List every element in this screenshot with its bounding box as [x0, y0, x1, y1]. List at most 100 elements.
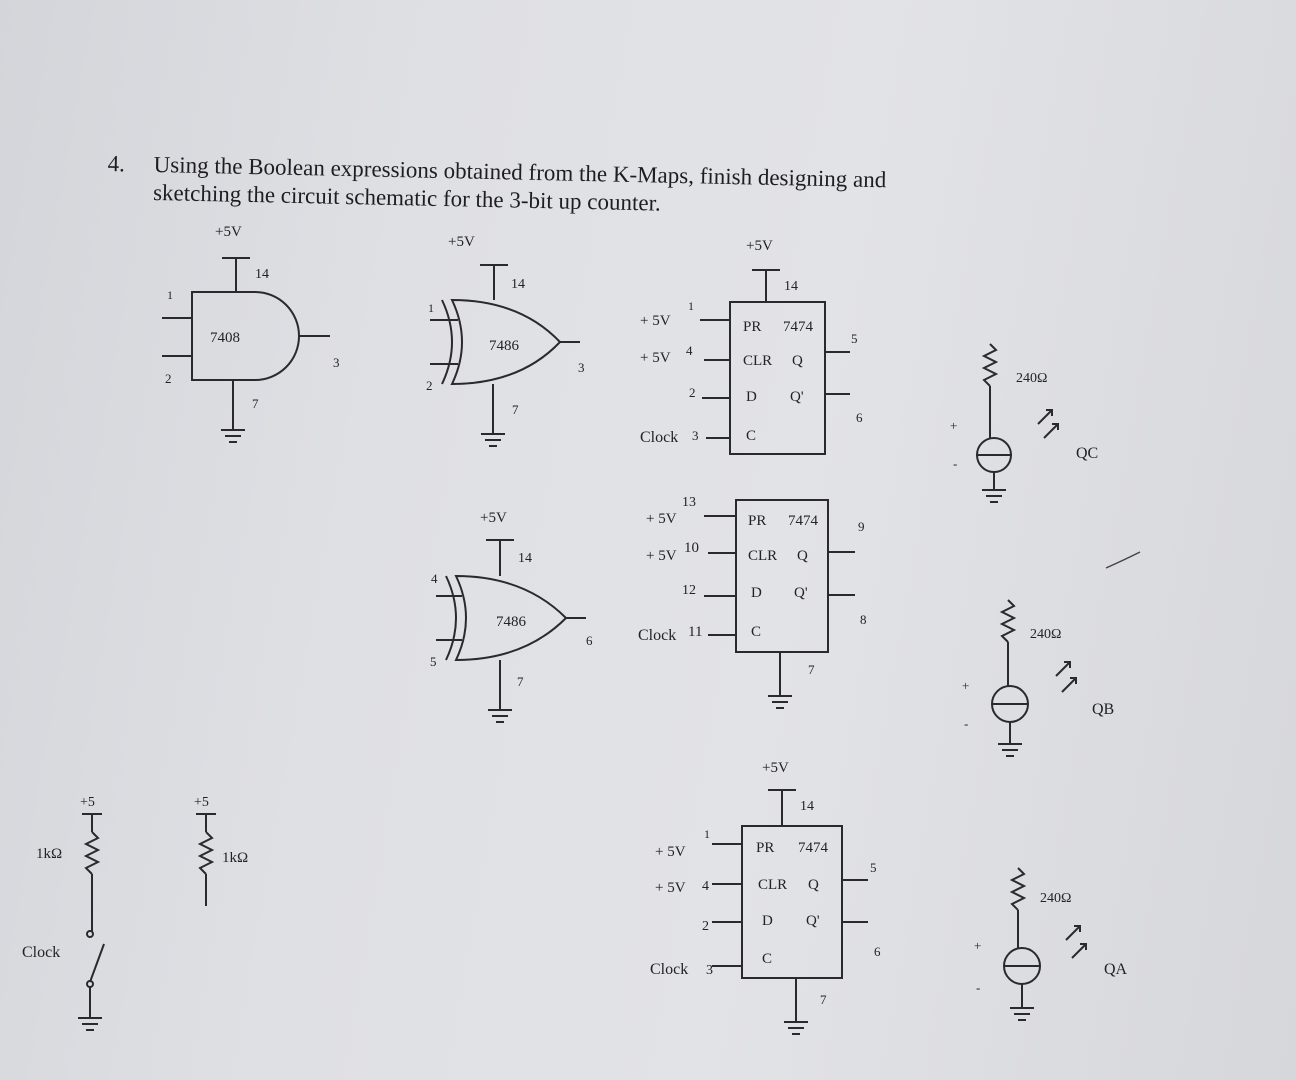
- clock-switch-lever[interactable]: [89, 943, 105, 983]
- ff-mid-pr-src: + 5V: [646, 511, 677, 527]
- led-qb-light-arrow-2: [1061, 677, 1077, 693]
- xor-top-body: [450, 298, 562, 386]
- led-qb-ground: [997, 743, 1023, 757]
- led-indicator-qa: 240Ω + - QA: [974, 867, 1128, 1021]
- led-indicator-qb: 240Ω + - QB: [962, 599, 1114, 757]
- ff-mid-pin-d: 12: [682, 583, 696, 598]
- pullup-resistor: +5 1kΩ: [194, 795, 248, 906]
- ff-bot-pr-src: + 5V: [655, 844, 686, 860]
- and-chip-label: 7408: [210, 330, 240, 346]
- ff-top-body: [729, 301, 826, 455]
- pullup-resistor-symbol: [199, 831, 213, 875]
- flip-flop-top-7474: +5V 14 PR 7474 CLR Q D Q' C + 5V + 5V Cl…: [640, 238, 863, 455]
- xor-gate-mid-7486: +5V 14 7486 4 5 6 7: [430, 510, 593, 723]
- led-qb-resistor: [1001, 599, 1015, 643]
- xor-top-chip-label: 7486: [489, 338, 520, 354]
- led-qc-plus: +: [950, 418, 957, 433]
- led-qc-ground: [981, 489, 1007, 503]
- ff-mid-pin-gnd: 7: [808, 662, 815, 677]
- ff-mid-clock: Clock: [638, 627, 676, 644]
- xor-mid-pin-vcc: 14: [518, 551, 532, 566]
- ff-top-c: C: [746, 428, 756, 444]
- xor-mid-pin-a: 4: [431, 571, 438, 586]
- xor-mid-body: [454, 574, 568, 662]
- ff-bot-pin-pr: 1: [704, 827, 710, 841]
- ff-mid-pin-clr: 10: [684, 540, 699, 556]
- ff-bot-pin-clr: 4: [702, 879, 709, 894]
- ff-top-pin-pr: 1: [688, 299, 694, 313]
- clock-label: Clock: [22, 944, 60, 961]
- ff-bot-pin-q: 5: [870, 860, 877, 875]
- clock-switch-circuit: +5 1kΩ Clock: [22, 795, 105, 1031]
- pullup-vcc-label: +5: [194, 795, 209, 810]
- ff-bot-pin-qbar: 6: [874, 944, 881, 959]
- led-indicator-qc: 240Ω + - QC: [950, 343, 1098, 503]
- clock-ground: [77, 1017, 103, 1031]
- ff-mid-chip: 7474: [788, 513, 819, 529]
- ff-mid-pr: PR: [748, 513, 766, 529]
- xor-top-pin-b: 2: [426, 378, 433, 393]
- ff-mid-body: [735, 499, 829, 653]
- ff-top-pin-qbar: 6: [856, 410, 863, 425]
- ff-bot-qbar: Q': [806, 913, 820, 929]
- ff-bot-vcc-label: +5V: [762, 760, 789, 776]
- ff-bot-pin-gnd: 7: [820, 992, 827, 1007]
- ff-top-pr: PR: [743, 319, 761, 335]
- xor-gate-top-7486: +5V 14 7486 1 2 3 7: [426, 234, 585, 447]
- ff-bot-q: Q: [808, 877, 819, 893]
- clock-switch-contact: [86, 930, 94, 938]
- and-pin-a: 1: [167, 288, 173, 302]
- ff-bot-clr-src: + 5V: [655, 880, 686, 896]
- ff-bot-pin-clk: 3: [706, 963, 713, 978]
- and-pin-vcc: 14: [255, 267, 269, 282]
- ff-mid-pin-pr: 13: [682, 495, 696, 510]
- led-qc-label: QC: [1076, 445, 1098, 462]
- ff-mid-ground: [767, 695, 793, 709]
- xor-mid-ground: [487, 709, 513, 723]
- ff-top-pin-q: 5: [851, 331, 858, 346]
- and-gate-7408: +5V 14 7408 1 2 3 7: [162, 224, 340, 443]
- clock-resistor: [85, 831, 99, 875]
- ff-mid-qbar: Q': [794, 585, 808, 601]
- and-pin-b: 2: [165, 371, 172, 386]
- led-qa-resistor-value: 240Ω: [1040, 891, 1071, 906]
- ff-mid-d: D: [751, 585, 762, 601]
- led-qc-light-arrow-2: [1043, 423, 1059, 439]
- flip-flop-bottom-7474: +5V 14 PR 7474 CLR Q D Q' C + 5V + 5V Cl…: [650, 760, 881, 1035]
- xor-mid-pin-b: 5: [430, 654, 437, 669]
- xor-mid-pin-out: 6: [586, 633, 593, 648]
- ff-top-pin-clk: 3: [692, 428, 699, 443]
- ff-top-clr: CLR: [743, 353, 772, 369]
- pullup-resistor-value: 1kΩ: [222, 850, 248, 866]
- xor-top-pin-out: 3: [578, 360, 585, 375]
- ff-mid-pin-clk: 11: [688, 624, 702, 640]
- and-gate-body: [191, 291, 300, 381]
- and-pin-gnd: 7: [252, 396, 259, 411]
- ff-bot-body: [741, 825, 843, 979]
- ff-mid-clr-src: + 5V: [646, 548, 677, 564]
- xor-mid-pin-gnd: 7: [517, 674, 524, 689]
- and-ground: [220, 429, 246, 443]
- ff-mid-c: C: [751, 624, 761, 640]
- ff-top-pin-clr: 4: [686, 343, 693, 358]
- led-qa-resistor: [1011, 867, 1025, 911]
- xor-mid-vcc-label: +5V: [480, 510, 507, 526]
- ff-top-clock: Clock: [640, 429, 678, 446]
- xor-top-input-arc: [441, 299, 453, 385]
- led-qb-minus: -: [964, 716, 968, 731]
- ff-top-chip: 7474: [783, 319, 814, 335]
- led-qc-light-arrow-1: [1037, 409, 1053, 425]
- clock-vcc-label: +5: [80, 795, 95, 810]
- and-pin-out: 3: [333, 355, 340, 370]
- ff-mid-q: Q: [797, 548, 808, 564]
- led-qa-light-arrow-2: [1071, 943, 1087, 959]
- ff-bot-clr: CLR: [758, 877, 787, 893]
- ff-top-qbar: Q': [790, 389, 804, 405]
- xor-top-ground: [480, 433, 506, 447]
- ff-top-vcc-label: +5V: [746, 238, 773, 254]
- ff-top-q: Q: [792, 353, 803, 369]
- ff-bot-clock: Clock: [650, 961, 688, 978]
- xor-mid-chip-label: 7486: [496, 614, 527, 630]
